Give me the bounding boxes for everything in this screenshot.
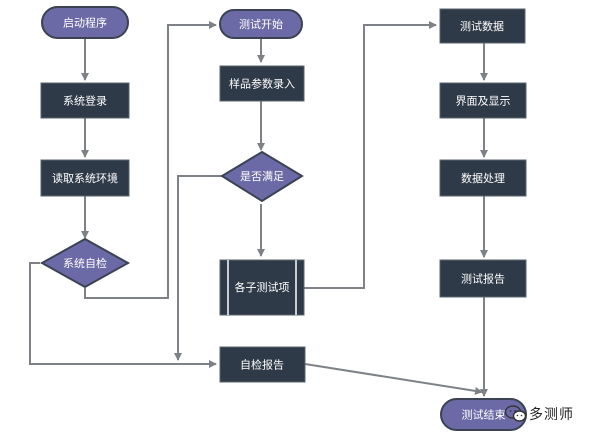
node-start-label: 启动程序 — [63, 16, 107, 30]
node-self-check: 系统自检 — [39, 237, 131, 289]
node-ui-display-label: 界面及显示 — [456, 95, 511, 108]
node-test-end: 测试结束 — [440, 398, 527, 431]
edge-check-teststart — [84, 21, 217, 299]
node-test-start: 测试开始 — [219, 9, 303, 39]
node-test-data-label: 测试数据 — [460, 19, 504, 33]
node-test-report: 测试报告 — [439, 259, 527, 298]
node-test-data: 测试数据 — [439, 8, 526, 44]
connectors — [29, 21, 488, 397]
node-sub-tests: 各子测试项 — [219, 259, 305, 316]
node-is-satisfied-label: 是否满足 — [240, 170, 284, 183]
edge-selfreport-end — [304, 363, 483, 395]
node-read-env-label: 读取系统环境 — [52, 171, 118, 185]
watermark-text: 多测师 — [529, 407, 574, 423]
node-test-report-label: 测试报告 — [461, 272, 505, 286]
edge-subtests-testdata — [304, 21, 437, 289]
node-self-report: 自检报告 — [219, 346, 306, 383]
node-sub-tests-label: 各子测试项 — [235, 280, 290, 294]
node-self-report-label: 自检报告 — [240, 358, 284, 372]
wechat-icon — [505, 405, 527, 422]
node-ui-display: 界面及显示 — [439, 82, 527, 119]
node-login-label: 系统登录 — [63, 94, 107, 108]
node-test-start-label: 测试开始 — [239, 17, 283, 31]
node-is-satisfied: 是否满足 — [220, 150, 304, 203]
edge-decision-selfreport — [174, 175, 226, 361]
node-test-end-label: 测试结束 — [462, 409, 506, 422]
node-login: 系统登录 — [40, 82, 130, 119]
node-read-env: 读取系统环境 — [40, 159, 130, 197]
node-param-input: 样品参数录入 — [219, 65, 305, 102]
node-param-input-label: 样品参数录入 — [229, 77, 295, 91]
node-data-process: 数据处理 — [439, 159, 527, 197]
node-data-process-label: 数据处理 — [461, 171, 505, 185]
node-start: 启动程序 — [41, 6, 129, 39]
edge-check-selfreport — [29, 262, 217, 368]
node-self-check-label: 系统自检 — [63, 256, 107, 270]
